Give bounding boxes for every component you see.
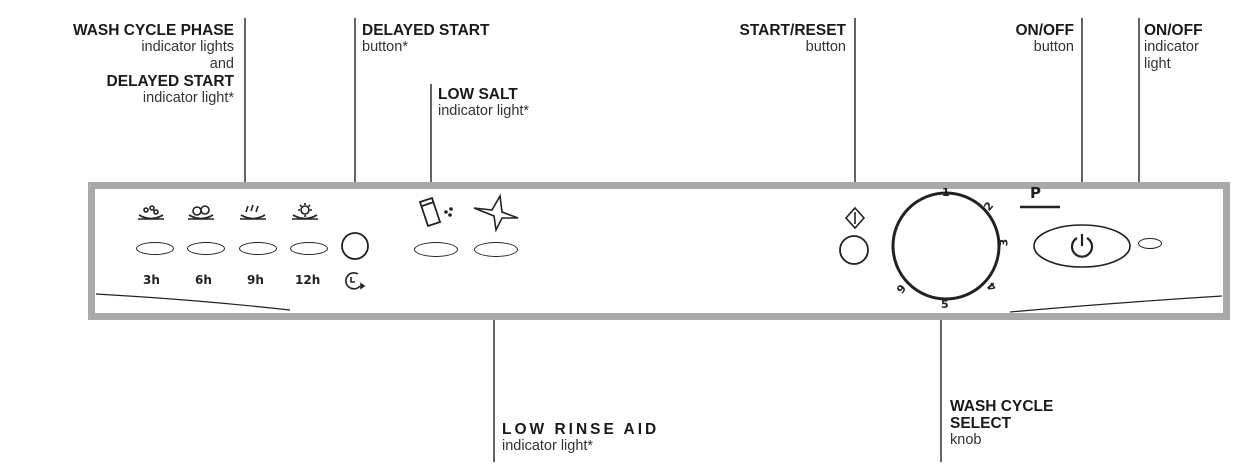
- timer-label-12h: 12h: [295, 273, 321, 287]
- power-icon: [1070, 234, 1094, 258]
- p-underline: [1020, 205, 1060, 209]
- p-symbol: P: [1030, 184, 1041, 202]
- timer-label-6h: 6h: [195, 273, 212, 287]
- start-reset-icon: [844, 206, 866, 230]
- label-wash-cycle-select: WASH CYCLE SELECT knob: [950, 398, 1053, 449]
- label-low-salt-title: LOW SALT: [438, 86, 518, 103]
- label-onoff-light-title: ON/OFF: [1144, 22, 1203, 39]
- label-onoff-light-sub1: indicator: [1144, 39, 1199, 55]
- label-onoff-light: ON/OFF indicator light: [1144, 22, 1203, 73]
- knob-number-1: 1: [942, 186, 950, 199]
- label-onoff-light-sub2: light: [1144, 56, 1171, 72]
- label-wash-cycle-phase: WASH CYCLE PHASE indicator lights and DE…: [0, 22, 234, 107]
- phase-light-2: [187, 242, 225, 255]
- label-low-salt: LOW SALT indicator light*: [438, 86, 529, 120]
- low-salt-light: [414, 242, 458, 257]
- label-wash-phase-line2: indicator lights: [141, 39, 234, 55]
- dry-icon: [292, 203, 318, 220]
- label-wash-phase-line3: and: [209, 56, 234, 72]
- phase-light-3: [239, 242, 277, 255]
- rinse-icon: [240, 204, 266, 220]
- label-delayed-start-title: DELAYED START: [106, 73, 234, 90]
- label-wash-select-title2: SELECT: [950, 415, 1012, 432]
- label-onoff-button-title: ON/OFF: [1015, 22, 1074, 39]
- knob-number-3: 3: [997, 238, 1011, 247]
- wash-cycle-select-knob[interactable]: [890, 186, 1020, 316]
- onoff-indicator-light: [1138, 238, 1162, 249]
- label-start-reset-title: START/RESET: [739, 22, 847, 39]
- delayed-start-button[interactable]: [340, 231, 370, 261]
- label-wash-select-title1: WASH CYCLE: [950, 398, 1054, 415]
- label-low-rinse-aid: LOW RINSE AID indicator light*: [502, 421, 659, 455]
- label-low-salt-sub: indicator light*: [438, 103, 530, 119]
- knob-number-5: 5: [941, 298, 949, 311]
- wash-icon: [188, 205, 214, 220]
- label-low-rinse-sub: indicator light*: [502, 438, 594, 454]
- phase-light-4: [290, 242, 328, 255]
- prewash-icon: [138, 205, 164, 220]
- start-reset-button[interactable]: [838, 234, 870, 266]
- rinse-aid-star-icon: [473, 193, 519, 233]
- delay-timer-icon: [345, 272, 366, 290]
- label-delayed-button-title: DELAYED START: [362, 22, 490, 39]
- low-rinse-aid-light: [474, 242, 518, 257]
- label-onoff-button-sub: button: [1033, 39, 1074, 55]
- label-start-reset: START/RESET button: [680, 22, 847, 56]
- label-wash-phase-line5: indicator light*: [142, 90, 234, 106]
- label-onoff-button: ON/OFF button: [960, 22, 1074, 56]
- phase-light-1: [136, 242, 174, 255]
- label-low-rinse-title: LOW RINSE AID: [502, 421, 660, 438]
- label-delayed-start-button: DELAYED START button*: [362, 22, 489, 56]
- label-wash-select-sub: knob: [950, 432, 982, 448]
- label-delayed-button-sub: button*: [362, 39, 408, 55]
- label-start-reset-sub: button: [805, 39, 846, 55]
- timer-label-9h: 9h: [247, 273, 264, 287]
- timer-label-3h: 3h: [143, 273, 160, 287]
- salt-icon: [418, 196, 453, 228]
- label-wash-phase-title: WASH CYCLE PHASE: [72, 22, 234, 39]
